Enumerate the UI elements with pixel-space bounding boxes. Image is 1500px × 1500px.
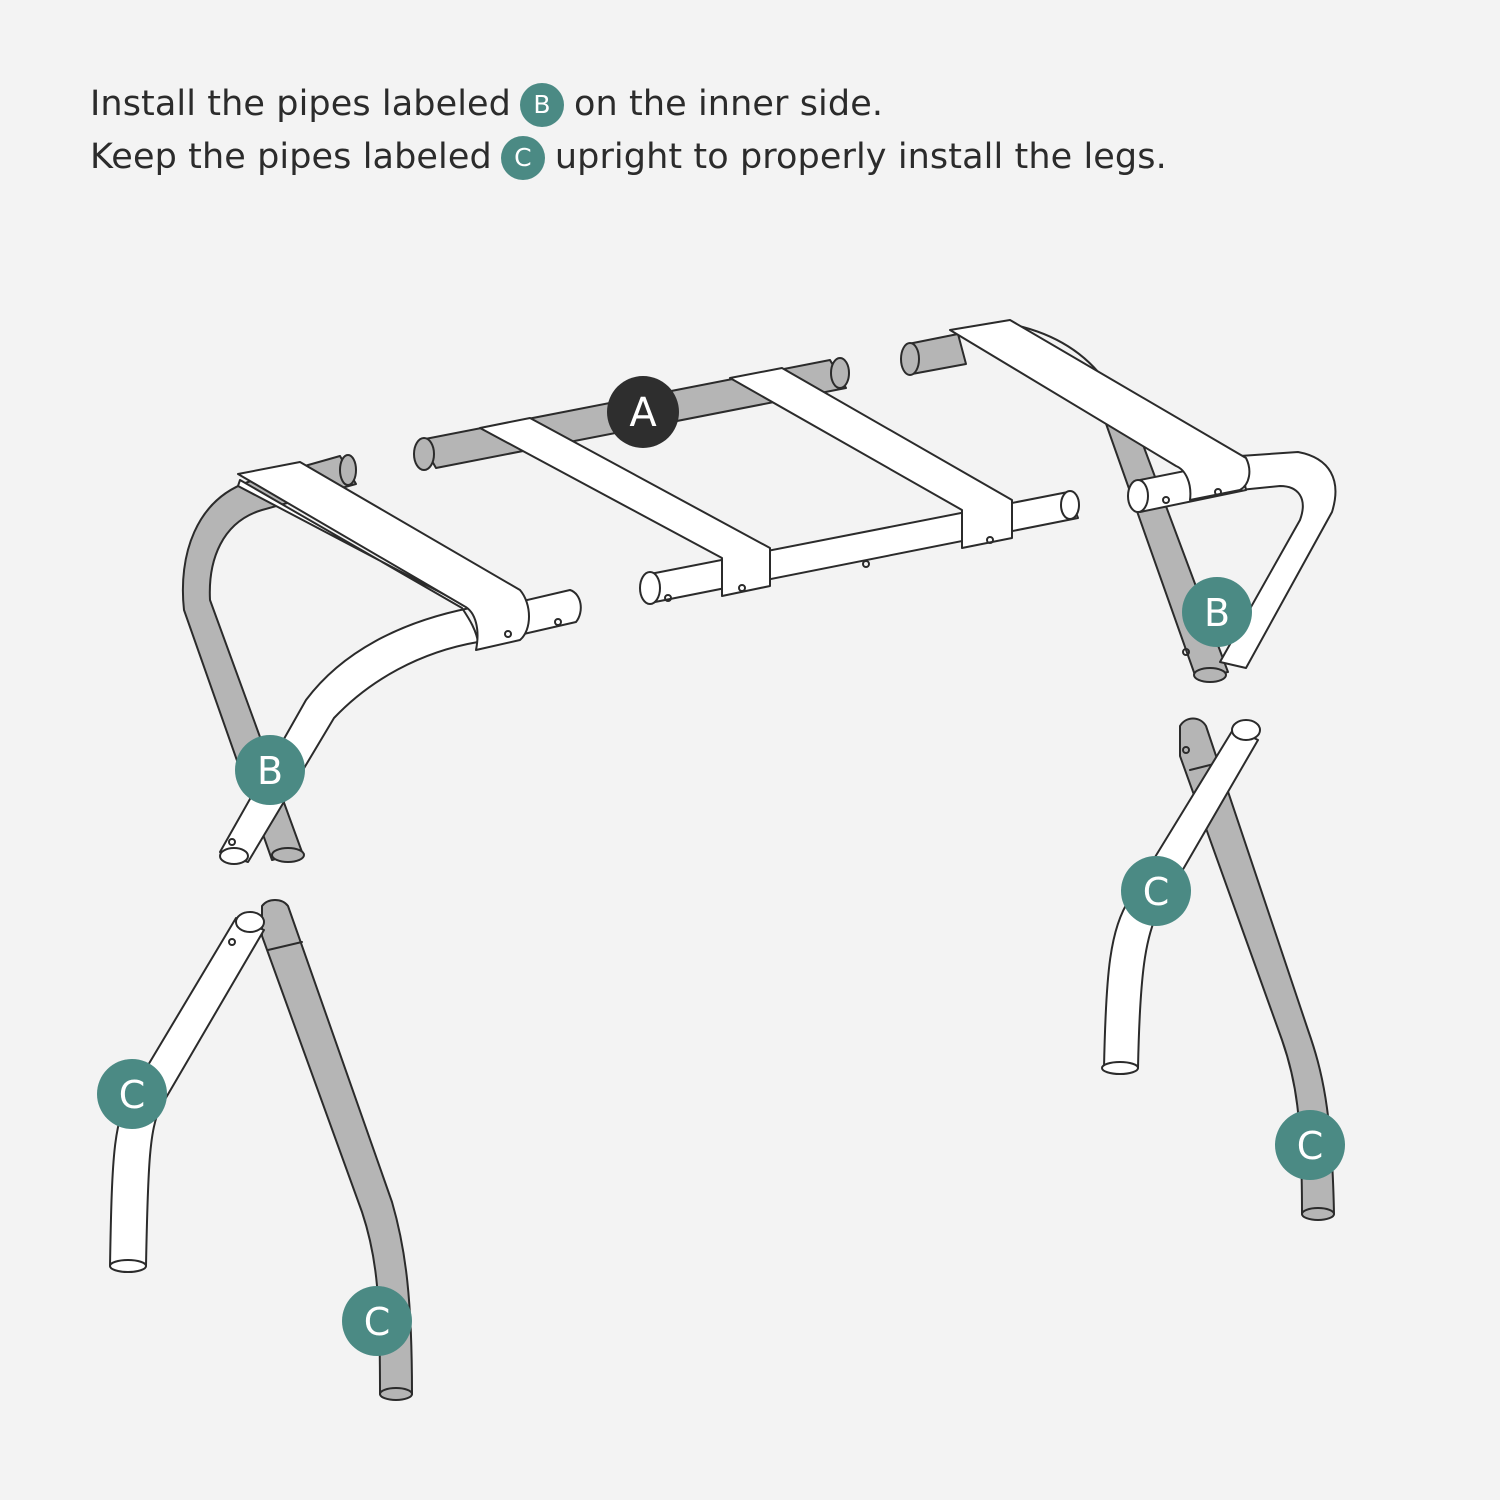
left-white-leg-top-end — [235, 911, 265, 933]
label-b-badge: B — [520, 82, 564, 127]
left-white-pipe-bottom-end — [219, 847, 249, 865]
left-gray-leg-joint — [267, 941, 303, 951]
right-gray-pipe-bottom-end — [1193, 667, 1227, 683]
pin-hole — [228, 838, 236, 846]
instruction-2-after: upright to properly install the legs. — [554, 137, 1167, 177]
right-strap — [949, 319, 1251, 501]
callout-c-right-lower-label: C — [1297, 1124, 1324, 1168]
instruction-2-before: Keep the pipes labeled — [90, 137, 492, 177]
pin-hole — [228, 938, 236, 946]
callout-c-left-lower-label: C — [364, 1300, 391, 1344]
callout-c-right-upper-label: C — [1143, 870, 1170, 914]
left-gray-leg — [261, 899, 413, 1395]
right-gray-leg-bottom-end — [1301, 1207, 1335, 1221]
left-gray-leg-bottom-end — [379, 1387, 413, 1401]
left-frame-b — [181, 454, 582, 865]
pin-hole — [664, 594, 672, 602]
right-back-gray-stub-end — [900, 342, 920, 376]
left-gray-pipe-top-end — [339, 454, 357, 486]
callout-a-label: A — [629, 390, 657, 436]
pin-hole — [986, 536, 994, 544]
left-strap — [237, 461, 530, 651]
callout-b-right-label: B — [1204, 591, 1230, 635]
center-strap-2 — [729, 367, 1013, 549]
center-back-bar-end-right — [830, 357, 850, 389]
center-strap-1 — [479, 417, 771, 597]
label-c-badge: C — [500, 135, 545, 180]
instruction-line-1: Install the pipes labeled B on the inner… — [90, 78, 1167, 131]
callout-c-right-upper: C — [1121, 856, 1191, 926]
pin-hole — [504, 630, 512, 638]
center-front-bar-end-left — [639, 571, 661, 605]
instruction-1-before: Install the pipes labeled — [90, 84, 511, 124]
center-back-bar-end-left — [413, 437, 435, 471]
callout-c-left-upper-label: C — [119, 1073, 146, 1117]
right-white-leg-bottom-end — [1101, 1061, 1139, 1075]
right-white-pipe-left-end — [1127, 479, 1149, 513]
pin-hole — [1182, 746, 1190, 754]
instruction-line-2: Keep the pipes labeled C upright to prop… — [90, 131, 1167, 184]
pin-hole — [738, 584, 746, 592]
instruction-1-after: on the inner side. — [574, 84, 884, 124]
callout-b-left: B — [235, 735, 305, 805]
callout-c-right-lower: C — [1275, 1110, 1345, 1180]
pin-hole — [554, 618, 562, 626]
pin-hole — [1182, 648, 1190, 656]
pin-hole — [862, 560, 870, 568]
left-gray-pipe-bottom-end — [271, 847, 305, 863]
pin-hole — [1214, 488, 1222, 496]
pin-hole — [1162, 496, 1170, 504]
left-white-leg-bottom-end — [109, 1259, 147, 1273]
instruction-text: Install the pipes labeled B on the inner… — [90, 78, 1167, 184]
center-frame-a — [413, 357, 1080, 605]
callout-c-left-upper: C — [97, 1059, 167, 1129]
center-front-bar-end-right — [1060, 490, 1080, 520]
callout-a: A — [607, 376, 679, 448]
callout-c-left-lower: C — [342, 1286, 412, 1356]
callout-b-left-label: B — [257, 749, 283, 793]
right-white-leg-top-end — [1231, 719, 1261, 741]
callout-b-right: B — [1182, 577, 1252, 647]
